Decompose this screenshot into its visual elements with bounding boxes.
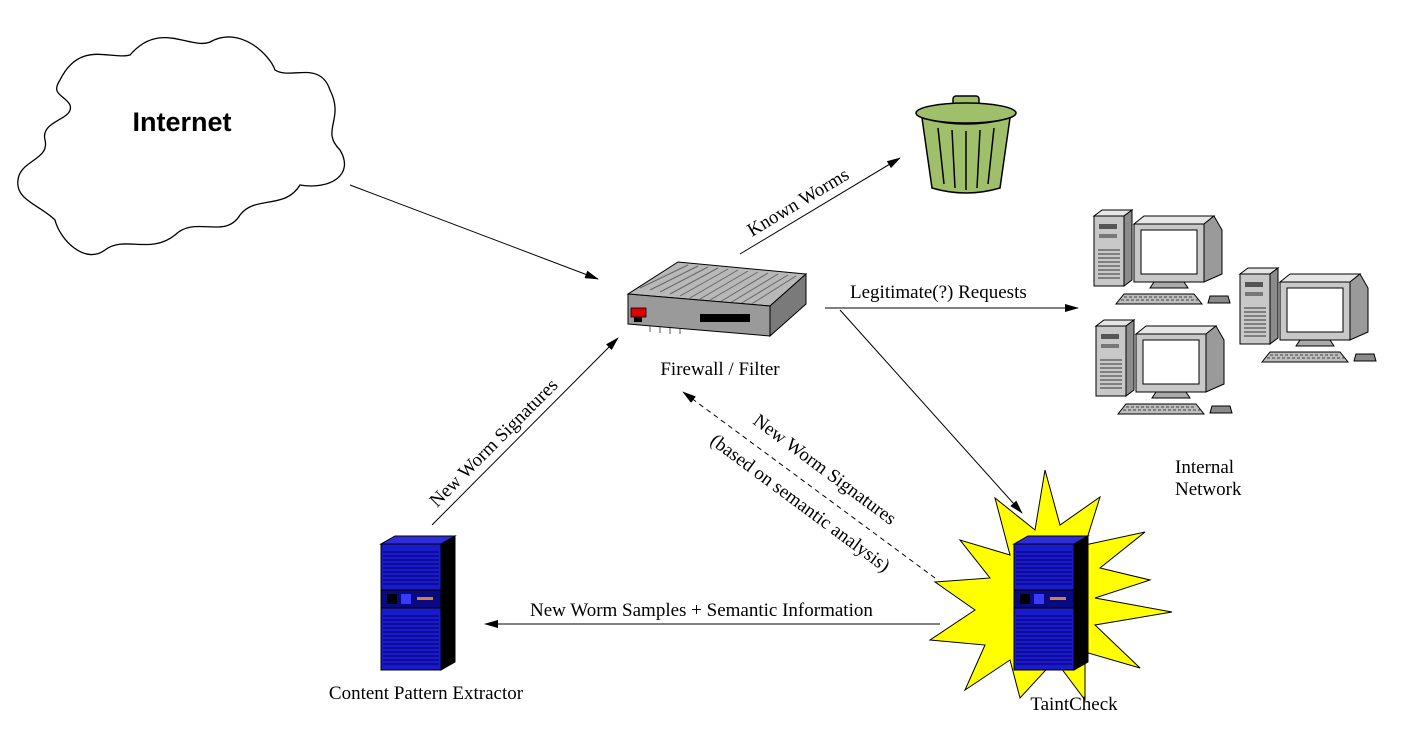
arrow-internet-to-firewall xyxy=(349,184,599,280)
firewall-label: Firewall / Filter xyxy=(660,359,780,380)
computer-icon xyxy=(1095,319,1233,415)
internal-network-label-line2: Network xyxy=(1175,479,1242,500)
computer-icon xyxy=(1093,209,1231,305)
computer-icon xyxy=(1239,267,1377,363)
internal-network-label-line1: Internal xyxy=(1175,457,1234,478)
extractor-label: Content Pattern Extractor xyxy=(329,683,524,704)
arrow-firewall-to-taintcheck xyxy=(839,309,1023,514)
trash-can-icon xyxy=(915,95,1017,194)
taintcheck-server-icon xyxy=(1013,535,1089,671)
internet-cloud: Internet xyxy=(17,36,346,256)
legitimate-requests-label: Legitimate(?) Requests xyxy=(850,282,1027,303)
known-worms-label: Known Worms xyxy=(744,164,853,241)
extractor-server-icon xyxy=(380,535,456,671)
firewall-router-icon xyxy=(626,261,808,338)
taintcheck-label: TaintCheck xyxy=(1030,694,1118,715)
arrow-taintcheck-to-firewall-dashed xyxy=(682,391,936,579)
arrow-firewall-to-trash xyxy=(739,157,901,255)
worm-samples-label: New Worm Samples + Semantic Information xyxy=(530,600,873,621)
internet-label: Internet xyxy=(132,107,231,137)
new-worm-signatures-label: New Worm Signatures xyxy=(426,375,563,512)
arrow-extractor-to-firewall xyxy=(431,337,619,526)
